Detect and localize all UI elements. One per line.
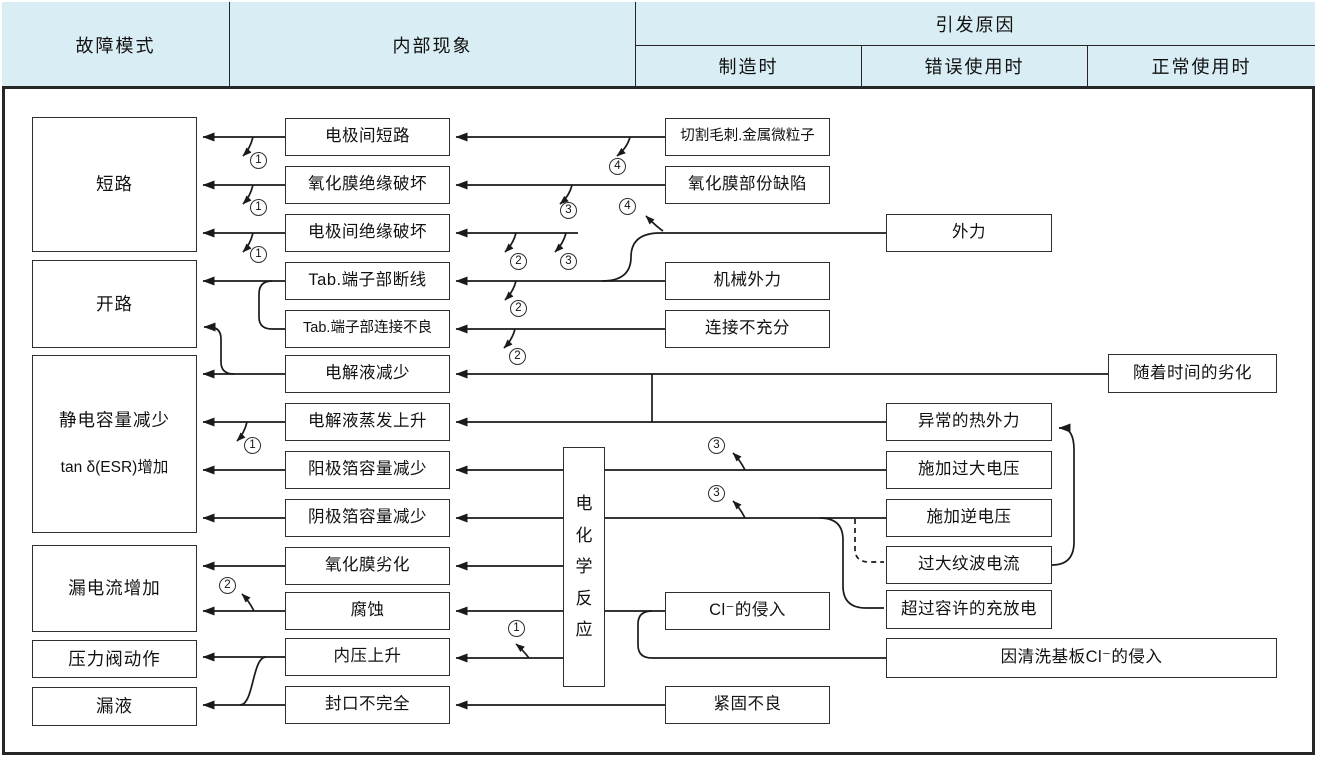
ref-marker-4: 4 bbox=[609, 158, 626, 175]
node-short-circuit-label: 短路 bbox=[96, 174, 133, 194]
node-chloride-intrusion-label: Cl⁻的侵入 bbox=[709, 601, 786, 620]
node-oxide-film-insulation-breakdown: 氧化膜绝缘破坏 bbox=[285, 166, 450, 204]
node-insufficient-connection-label: 连接不充分 bbox=[705, 319, 790, 338]
node-oxide-film-insulation-breakdown-label: 氧化膜绝缘破坏 bbox=[308, 175, 427, 194]
node-electrode-short-label: 电极间短路 bbox=[325, 127, 410, 146]
node-open-circuit: 开路 bbox=[32, 260, 197, 348]
node-internal-pressure-rise: 内压上升 bbox=[285, 638, 450, 676]
ref-marker-1: 1 bbox=[250, 152, 267, 169]
node-insufficient-connection: 连接不充分 bbox=[665, 310, 830, 348]
ref-marker-2: 2 bbox=[509, 348, 526, 365]
node-board-cleaning-chloride-label: 因清洗基板Cl⁻的侵入 bbox=[1000, 648, 1163, 667]
header-normal-use-label: 正常使用时 bbox=[1151, 57, 1252, 77]
node-electrochemical-reaction: 电化学反应 bbox=[563, 447, 605, 687]
node-short-circuit: 短路 bbox=[32, 117, 197, 252]
ref-marker-3: 3 bbox=[708, 485, 725, 502]
ref-marker-3: 3 bbox=[560, 253, 577, 270]
node-excessive-ripple-current-label: 过大纹波电流 bbox=[918, 555, 1020, 574]
node-excessive-ripple-current: 过大纹波电流 bbox=[886, 546, 1052, 584]
node-anode-foil-capacity-decrease-label: 阳极箔容量减少 bbox=[308, 460, 427, 479]
header-manufacturing-label: 制造时 bbox=[718, 57, 779, 77]
node-deterioration-over-time: 随着时间的劣化 bbox=[1108, 354, 1277, 393]
node-oxide-film-degradation: 氧化膜劣化 bbox=[285, 547, 450, 585]
ref-marker-1: 1 bbox=[508, 620, 525, 637]
node-cathode-foil-capacity-decrease-label: 阴极箔容量减少 bbox=[308, 508, 427, 527]
ref-marker-2: 2 bbox=[510, 253, 527, 270]
node-oxide-film-partial-defect: 氧化膜部份缺陷 bbox=[665, 166, 830, 204]
node-tab-terminal-wire-break: Tab.端子部断线 bbox=[285, 262, 450, 300]
node-charge-discharge-over-limit-label: 超过容许的充放电 bbox=[901, 599, 1037, 618]
node-external-force-label: 外力 bbox=[952, 223, 986, 242]
ref-marker-1: 1 bbox=[244, 437, 261, 454]
node-excessive-voltage: 施加过大电压 bbox=[886, 451, 1052, 489]
node-anode-foil-capacity-decrease: 阳极箔容量减少 bbox=[285, 451, 450, 489]
header-misuse-label: 错误使用时 bbox=[924, 57, 1025, 77]
node-electrolyte-decrease-label: 电解液减少 bbox=[325, 364, 410, 383]
ref-marker-1: 1 bbox=[250, 246, 267, 263]
node-deterioration-over-time-label: 随着时间的劣化 bbox=[1133, 363, 1252, 382]
header-internal-phenomenon-label: 内部现象 bbox=[392, 36, 473, 56]
node-internal-pressure-rise-label: 内压上升 bbox=[333, 647, 402, 666]
node-cutting-burr-metal-particles: 切割毛刺.金属微粒子 bbox=[665, 118, 830, 156]
node-electrode-short: 电极间短路 bbox=[285, 118, 450, 156]
node-corrosion-label: 腐蚀 bbox=[350, 601, 385, 620]
header-misuse: 错误使用时 bbox=[862, 46, 1088, 86]
node-capacitance-decrease-label: 静电容量减少 bbox=[59, 410, 170, 431]
header-failure-mode: 故障模式 bbox=[2, 2, 230, 88]
node-poor-fastening-label: 紧固不良 bbox=[713, 695, 782, 714]
node-abnormal-thermal-force-label: 异常的热外力 bbox=[918, 412, 1020, 431]
node-tab-terminal-poor-connection: Tab.端子部连接不良 bbox=[285, 310, 450, 348]
node-pressure-valve-operation: 压力阀动作 bbox=[32, 640, 197, 678]
node-electrode-insulation-breakdown: 电极间绝缘破坏 bbox=[285, 214, 450, 252]
header-failure-mode-label: 故障模式 bbox=[75, 36, 156, 56]
header-causes-label: 引发原因 bbox=[935, 14, 1016, 35]
node-tab-terminal-wire-break-label: Tab.端子部断线 bbox=[308, 271, 427, 290]
header-manufacturing: 制造时 bbox=[636, 46, 862, 86]
node-electrochemical-reaction-label: 电化学反应 bbox=[575, 494, 593, 640]
ref-marker-2: 2 bbox=[219, 577, 236, 594]
node-tan-delta-label: tan δ(ESR)增加 bbox=[60, 459, 169, 477]
header-normal-use: 正常使用时 bbox=[1088, 46, 1315, 86]
node-incomplete-sealing-label: 封口不完全 bbox=[325, 695, 410, 714]
ref-marker-4: 4 bbox=[619, 198, 636, 215]
node-pressure-valve-label: 压力阀动作 bbox=[68, 648, 161, 669]
ref-marker-1: 1 bbox=[250, 199, 267, 216]
node-tab-terminal-poor-connection-label: Tab.端子部连接不良 bbox=[303, 320, 432, 337]
node-oxide-film-degradation-label: 氧化膜劣化 bbox=[325, 556, 410, 575]
node-board-cleaning-chloride-intrusion: 因清洗基板Cl⁻的侵入 bbox=[886, 638, 1277, 678]
node-liquid-leakage-label: 漏液 bbox=[96, 696, 133, 716]
header-internal-phenomenon: 内部现象 bbox=[230, 2, 636, 88]
node-electrolyte-evaporation-rise-label: 电解液蒸发上升 bbox=[308, 412, 427, 431]
node-cathode-foil-capacity-decrease: 阴极箔容量减少 bbox=[285, 499, 450, 537]
node-external-force: 外力 bbox=[886, 214, 1052, 252]
node-cutting-burr-label: 切割毛刺.金属微粒子 bbox=[680, 128, 815, 145]
node-incomplete-sealing: 封口不完全 bbox=[285, 686, 450, 724]
node-mechanical-force-label: 机械外力 bbox=[713, 271, 782, 290]
node-leakage-current-increase: 漏电流增加 bbox=[32, 545, 197, 632]
node-electrolyte-evaporation-rise: 电解液蒸发上升 bbox=[285, 403, 450, 441]
node-poor-fastening: 紧固不良 bbox=[665, 686, 830, 724]
ref-marker-2: 2 bbox=[510, 300, 527, 317]
node-abnormal-thermal-force: 异常的热外力 bbox=[886, 403, 1052, 441]
node-electrolyte-decrease: 电解液减少 bbox=[285, 355, 450, 393]
ref-marker-3: 3 bbox=[560, 202, 577, 219]
node-electrode-insulation-breakdown-label: 电极间绝缘破坏 bbox=[308, 223, 427, 242]
header-causes: 引发原因 bbox=[636, 2, 1315, 46]
node-chloride-intrusion: Cl⁻的侵入 bbox=[665, 592, 830, 630]
node-open-circuit-label: 开路 bbox=[96, 293, 133, 314]
node-corrosion: 腐蚀 bbox=[285, 592, 450, 630]
node-oxide-film-partial-defect-label: 氧化膜部份缺陷 bbox=[688, 175, 807, 194]
node-excessive-voltage-label: 施加过大电压 bbox=[918, 460, 1020, 479]
node-charge-discharge-over-limit: 超过容许的充放电 bbox=[886, 590, 1052, 629]
node-leakage-current-label: 漏电流增加 bbox=[68, 578, 161, 598]
node-liquid-leakage: 漏液 bbox=[32, 687, 197, 726]
node-reverse-voltage-label: 施加逆电压 bbox=[926, 508, 1012, 527]
node-capacitance-decrease: 静电容量减少 tan δ(ESR)增加 bbox=[32, 355, 197, 533]
ref-marker-3: 3 bbox=[708, 437, 725, 454]
node-mechanical-force: 机械外力 bbox=[665, 262, 830, 300]
node-reverse-voltage: 施加逆电压 bbox=[886, 499, 1052, 537]
header-divider bbox=[2, 86, 1315, 89]
